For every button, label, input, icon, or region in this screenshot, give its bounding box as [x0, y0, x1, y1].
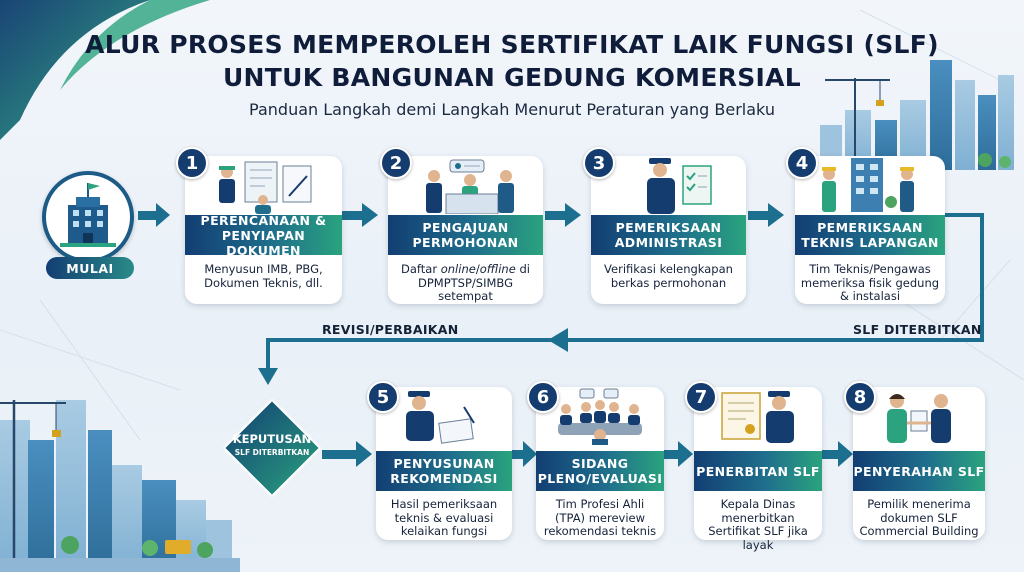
handshake-icon: [887, 394, 951, 443]
decision-diamond: [222, 398, 322, 498]
meeting-icon: [558, 388, 642, 445]
start-node: [42, 171, 134, 263]
decision-title: KEPUTUSAN: [232, 432, 312, 446]
step-7-desc: Kepala Dinas menerbitkan Sertifikat SLF …: [708, 497, 808, 552]
step-3-number: 3: [583, 147, 615, 179]
step-1-card: PERENCANAAN & PENYIAPAN DOKUMEN Menyusun…: [185, 156, 342, 304]
step-6-desc: Tim Profesi Ahli (TPA) mereview rekomend…: [543, 497, 657, 538]
step-8-card: PENYERAHAN SLF Pemilik menerima dokumen …: [853, 387, 985, 540]
step-4-number: 4: [786, 147, 818, 179]
issued-label: SLF DITERBITKAN: [853, 322, 982, 337]
step-4-title: PEMERIKSAAN TEKNIS LAPANGAN: [795, 215, 945, 255]
step-1-number: 1: [176, 147, 208, 179]
start-label: MULAI: [46, 257, 134, 279]
step-3-card: PEMERIKSAAN ADMINISTRASI Verifikasi kele…: [591, 156, 746, 304]
step-3-desc: Verifikasi kelengkapan berkas permohonan: [604, 262, 733, 290]
subtitle: Panduan Langkah demi Langkah Menurut Per…: [249, 100, 775, 119]
main-title-line-2: UNTUK BANGUNAN GEDUNG KOMERSIAL: [222, 63, 802, 92]
step-5-number: 5: [367, 381, 399, 413]
step-3-title: PEMERIKSAAN ADMINISTRASI: [591, 215, 746, 255]
step-5-desc: Hasil pemeriksaan teknis & evaluasi kela…: [390, 497, 498, 538]
step-2-card: PENGAJUAN PERMOHONAN Daftar online/offli…: [388, 156, 543, 304]
step-5-card: PENYUSUNAN REKOMENDASI Hasil pemeriksaan…: [376, 387, 512, 540]
step-2-desc: Daftar online/offline di DPMPTSP/SIMBG s…: [401, 262, 530, 303]
decision-subtitle: SLF DITERBITKAN: [234, 448, 310, 457]
step-7-number: 7: [685, 381, 717, 413]
step-8-title: PENYERAHAN SLF: [853, 451, 985, 491]
step-6-number: 6: [527, 381, 559, 413]
service-desk-icon: [426, 159, 514, 214]
step-5-title: PENYUSUNAN REKOMENDASI: [376, 451, 512, 491]
step-2-number: 2: [380, 147, 412, 179]
step-1-title: PERENCANAAN & PENYIAPAN DOKUMEN: [185, 213, 342, 258]
step-4-card: PEMERIKSAAN TEKNIS LAPANGAN Tim Teknis/P…: [795, 156, 945, 304]
step-8-number: 8: [844, 381, 876, 413]
step-2-title: PENGAJUAN PERMOHONAN: [388, 215, 543, 255]
step-4-desc: Tim Teknis/Pengawas memeriksa fisik gedu…: [800, 262, 940, 303]
step-6-card: SIDANG PLENO/EVALUASI Tim Profesi Ahli (…: [536, 387, 664, 540]
revision-label: REVISI/PERBAIKAN: [322, 322, 459, 337]
step-1-desc: Menyusun IMB, PBG, Dokumen Teknis, dll.: [204, 262, 323, 290]
certificate-icon: [721, 391, 794, 443]
step-7-title: PENERBITAN SLF: [694, 451, 822, 491]
step-7-card: PENERBITAN SLF Kepala Dinas menerbitkan …: [694, 387, 822, 551]
step-6-title: SIDANG PLENO/EVALUASI: [536, 451, 664, 491]
building-icon: [60, 183, 116, 247]
step-8-desc: Pemilik menerima dokumen SLF Commercial …: [859, 497, 979, 538]
field-inspection-icon: [822, 158, 914, 212]
main-title-line-1: ALUR PROSES MEMPEROLEH SERTIFIKAT LAIK F…: [85, 30, 939, 59]
officer-report-icon: [406, 391, 475, 444]
officer-checklist-icon: [647, 158, 712, 214]
planning-team-icon: [219, 161, 312, 214]
